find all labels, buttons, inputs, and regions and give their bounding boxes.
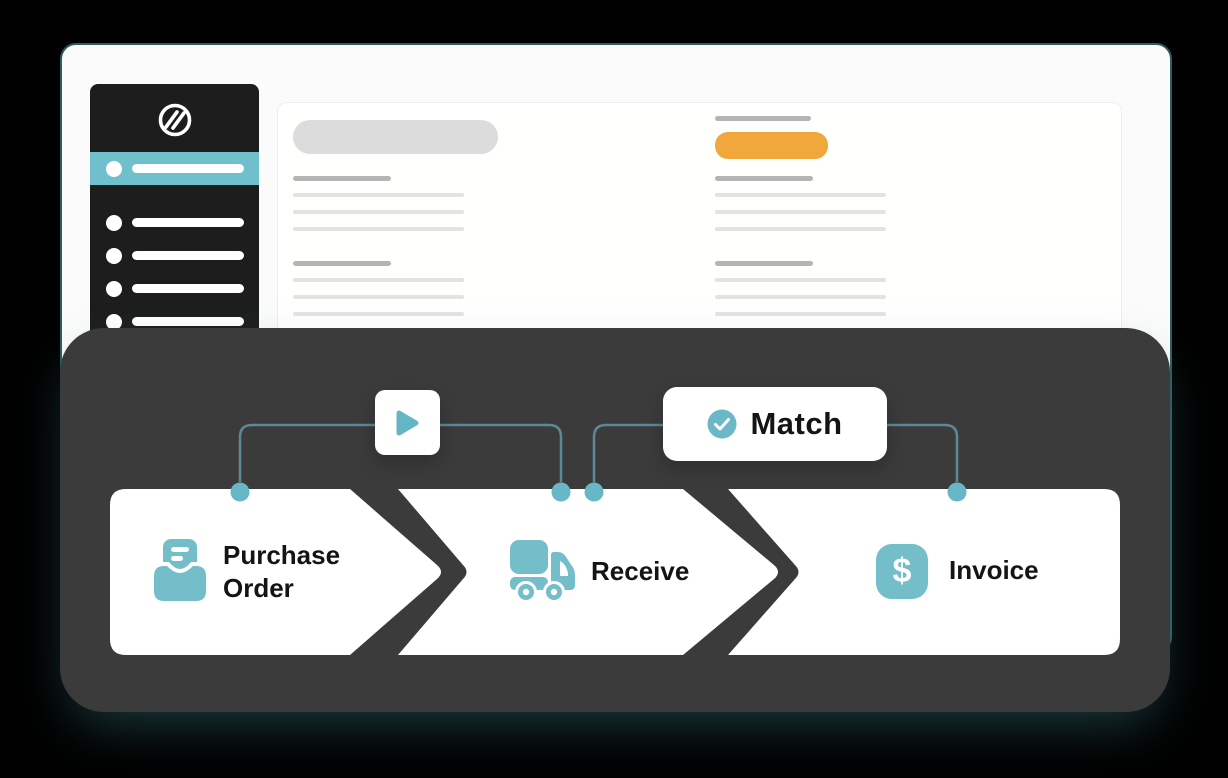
sidebar [90,84,259,332]
step-label-invoice: Invoice [949,555,1039,585]
skeleton-text-line [715,193,886,197]
logo-container [90,98,259,142]
skeleton-group-header [715,176,813,181]
play-icon [396,410,418,435]
sidebar-item-4[interactable] [90,305,259,338]
sidebar-item-dot [106,280,122,297]
skeleton-title-pill [293,120,498,154]
match-card: Match [663,387,887,461]
sidebar-item-bar [132,164,244,173]
connector-match-invoice [885,423,959,482]
skeleton-text-line [293,193,464,197]
zip-logo-icon [158,103,191,137]
skeleton-text-line [293,295,464,299]
skeleton-group-header [293,176,391,181]
purchase-order-icon [152,539,208,603]
step-label-receive: Receive [591,556,690,586]
skeleton-header-line [715,116,811,121]
skeleton-text-line [293,210,464,214]
skeleton-group-header [715,261,813,266]
sidebar-item-2[interactable] [90,239,259,272]
sidebar-item-bar [132,251,244,260]
sidebar-item-bar [132,284,244,293]
sidebar-item-bar [132,218,244,227]
skeleton-text-line [715,227,886,231]
sidebar-item-dot [106,313,122,330]
flow-panel: Match Purchase Order Receive $ Invoice [60,328,1170,712]
sidebar-item-dot [106,214,122,231]
sidebar-item-0[interactable] [90,152,259,185]
skeleton-status-tag [715,132,828,159]
dollar-icon: $ [876,544,928,599]
node-dot-receive-out [584,482,604,502]
sidebar-item-dot [106,160,122,177]
step-card-purchase-order[interactable] [110,489,441,655]
skeleton-group-header [293,261,391,266]
sidebar-menu [90,152,259,338]
skeleton-text-line [715,295,886,299]
connector-receive-match [592,423,665,482]
sidebar-item-1[interactable] [90,206,259,239]
node-dot-po [230,482,250,502]
sidebar-item-3[interactable] [90,272,259,305]
skeleton-text-line [715,312,886,316]
flow-cards-svg [110,423,1120,655]
delivery-truck-icon [510,540,575,602]
skeleton-text-line [293,312,464,316]
check-circle-icon [707,409,737,439]
sidebar-item-bar [132,317,244,326]
sidebar-item-dot [106,247,122,264]
node-dot-invoice [947,482,967,502]
node-dot-receive-in [551,482,571,502]
skeleton-text-line [293,278,464,282]
skeleton-text-line [715,210,886,214]
match-label: Match [750,406,843,441]
dollar-glyph: $ [892,552,912,590]
skeleton-text-line [293,227,464,231]
skeleton-text-line [715,278,886,282]
play-button-card[interactable] [375,390,440,455]
step-label-purchase-order: Purchase Order [223,540,341,603]
step-card-receive[interactable] [398,489,778,655]
